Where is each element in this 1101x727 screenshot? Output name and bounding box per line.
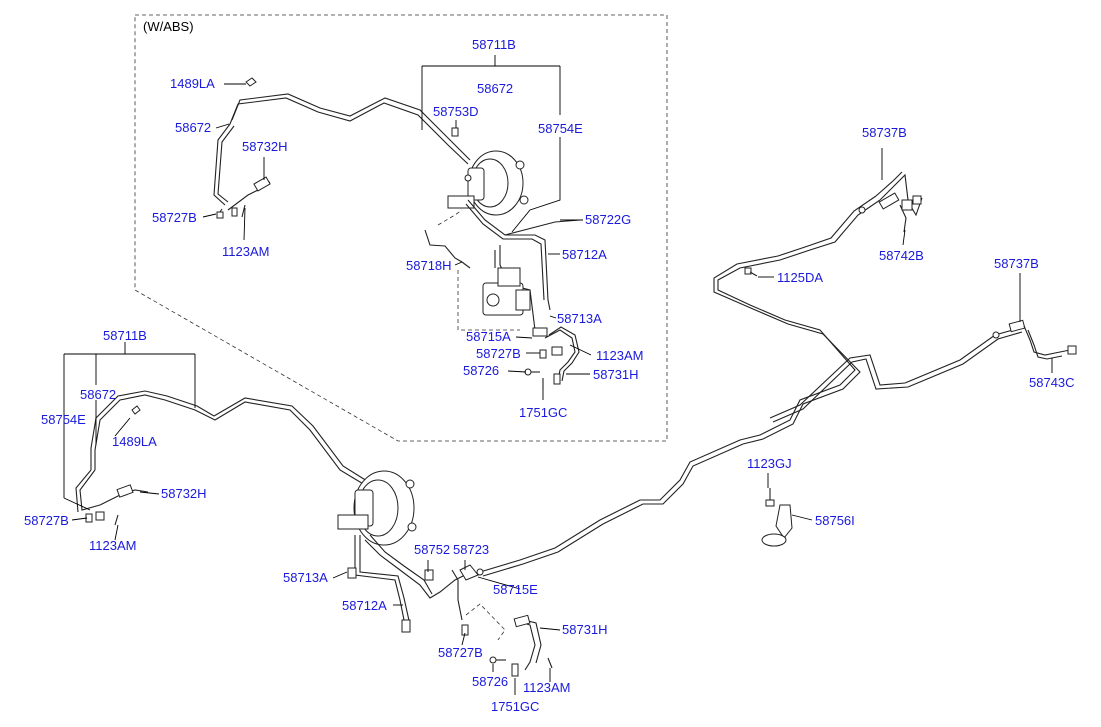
label-top-58715a[interactable]: 58715A (466, 329, 511, 344)
label-top-58722g[interactable]: 58722G (585, 212, 631, 227)
label-bottom-1751gc[interactable]: 1751GC (491, 699, 539, 714)
abs-inset-label: (W/ABS) (143, 19, 194, 34)
bottom-brake-booster (337, 470, 417, 546)
label-right-1123gj[interactable]: 1123GJ (747, 456, 792, 471)
top-58753d-part (451, 127, 459, 137)
label-top-58754e[interactable]: 58754E (538, 121, 583, 136)
top-main-pipe (213, 93, 471, 206)
label-left-58754e[interactable]: 58754E (41, 412, 86, 427)
right-1125da-clip (744, 267, 758, 277)
label-right-58737b-a[interactable]: 58737B (862, 125, 907, 140)
label-bottom-58713a[interactable]: 58713A (283, 570, 328, 585)
label-left-1123am[interactable]: 1123AM (89, 538, 136, 553)
top-leaders (202, 55, 592, 400)
top-brake-booster (447, 150, 529, 216)
label-right-58737b-b[interactable]: 58737B (994, 256, 1039, 271)
label-left-1489la[interactable]: 1489LA (112, 434, 157, 449)
label-right-58742b[interactable]: 58742B (879, 248, 924, 263)
left-1489la-clip (131, 405, 141, 415)
left-hose-assembly (85, 484, 149, 526)
top-1489la-clip (245, 77, 257, 87)
label-top-58718h[interactable]: 58718H (406, 258, 452, 273)
label-top-58672-a[interactable]: 58672 (477, 81, 513, 96)
label-bottom-58726[interactable]: 58726 (472, 674, 508, 689)
label-bottom-58715e[interactable]: 58715E (493, 582, 538, 597)
top-lower-hose (524, 326, 580, 390)
label-left-58727b[interactable]: 58727B (24, 513, 69, 528)
top-abs-modulator (457, 267, 531, 331)
part-labels: 58711B 58672 1489LA 58672 58753D 58754E … (24, 37, 1075, 714)
label-right-58756i[interactable]: 58756I (815, 513, 855, 528)
label-top-58726[interactable]: 58726 (463, 363, 499, 378)
label-right-58743c[interactable]: 58743C (1029, 375, 1075, 390)
label-right-1125da[interactable]: 1125DA (777, 270, 823, 285)
top-58718h-pipe (424, 229, 471, 269)
top-hose-assembly (216, 176, 271, 219)
label-top-58732h[interactable]: 58732H (242, 139, 288, 154)
label-top-58711b[interactable]: 58711B (472, 37, 516, 52)
abs-inset-boundary (134, 14, 668, 442)
label-top-1123am[interactable]: 1123AM (222, 244, 269, 259)
label-top-58727b[interactable]: 58727B (152, 210, 197, 225)
label-bottom-58731h[interactable]: 58731H (562, 622, 608, 637)
label-top-1489la[interactable]: 1489LA (170, 76, 215, 91)
label-top-58727b-b[interactable]: 58727B (476, 346, 521, 361)
label-bottom-58712a[interactable]: 58712A (342, 598, 387, 613)
label-top-58672-b[interactable]: 58672 (175, 120, 211, 135)
label-top-58753d[interactable]: 58753D (433, 104, 479, 119)
label-left-58711b[interactable]: 58711B (103, 328, 147, 343)
label-left-58732h[interactable]: 58732H (161, 486, 207, 501)
label-bottom-1123am[interactable]: 1123AM (523, 680, 570, 695)
right-bracket-58756i (761, 488, 793, 547)
label-left-58672[interactable]: 58672 (80, 387, 116, 402)
label-top-1751gc[interactable]: 1751GC (519, 405, 567, 420)
left-bottom-leaders (63, 148, 1053, 695)
right-top-hose (858, 192, 923, 233)
label-top-1123am-b[interactable]: 1123AM (596, 348, 643, 363)
bottom-lower-hose (461, 603, 553, 677)
label-bottom-58727b[interactable]: 58727B (438, 645, 483, 660)
bottom-pipes (347, 534, 484, 633)
label-bottom-58752[interactable]: 58752 (414, 542, 450, 557)
label-top-58712a[interactable]: 58712A (562, 247, 607, 262)
label-bottom-58723[interactable]: 58723 (453, 542, 489, 557)
label-top-58713a[interactable]: 58713A (557, 311, 602, 326)
main-long-pipes (479, 171, 1023, 577)
label-top-58731h[interactable]: 58731H (593, 367, 639, 382)
top-dashed-guide (437, 209, 463, 226)
right-lower-hose (992, 319, 1077, 360)
